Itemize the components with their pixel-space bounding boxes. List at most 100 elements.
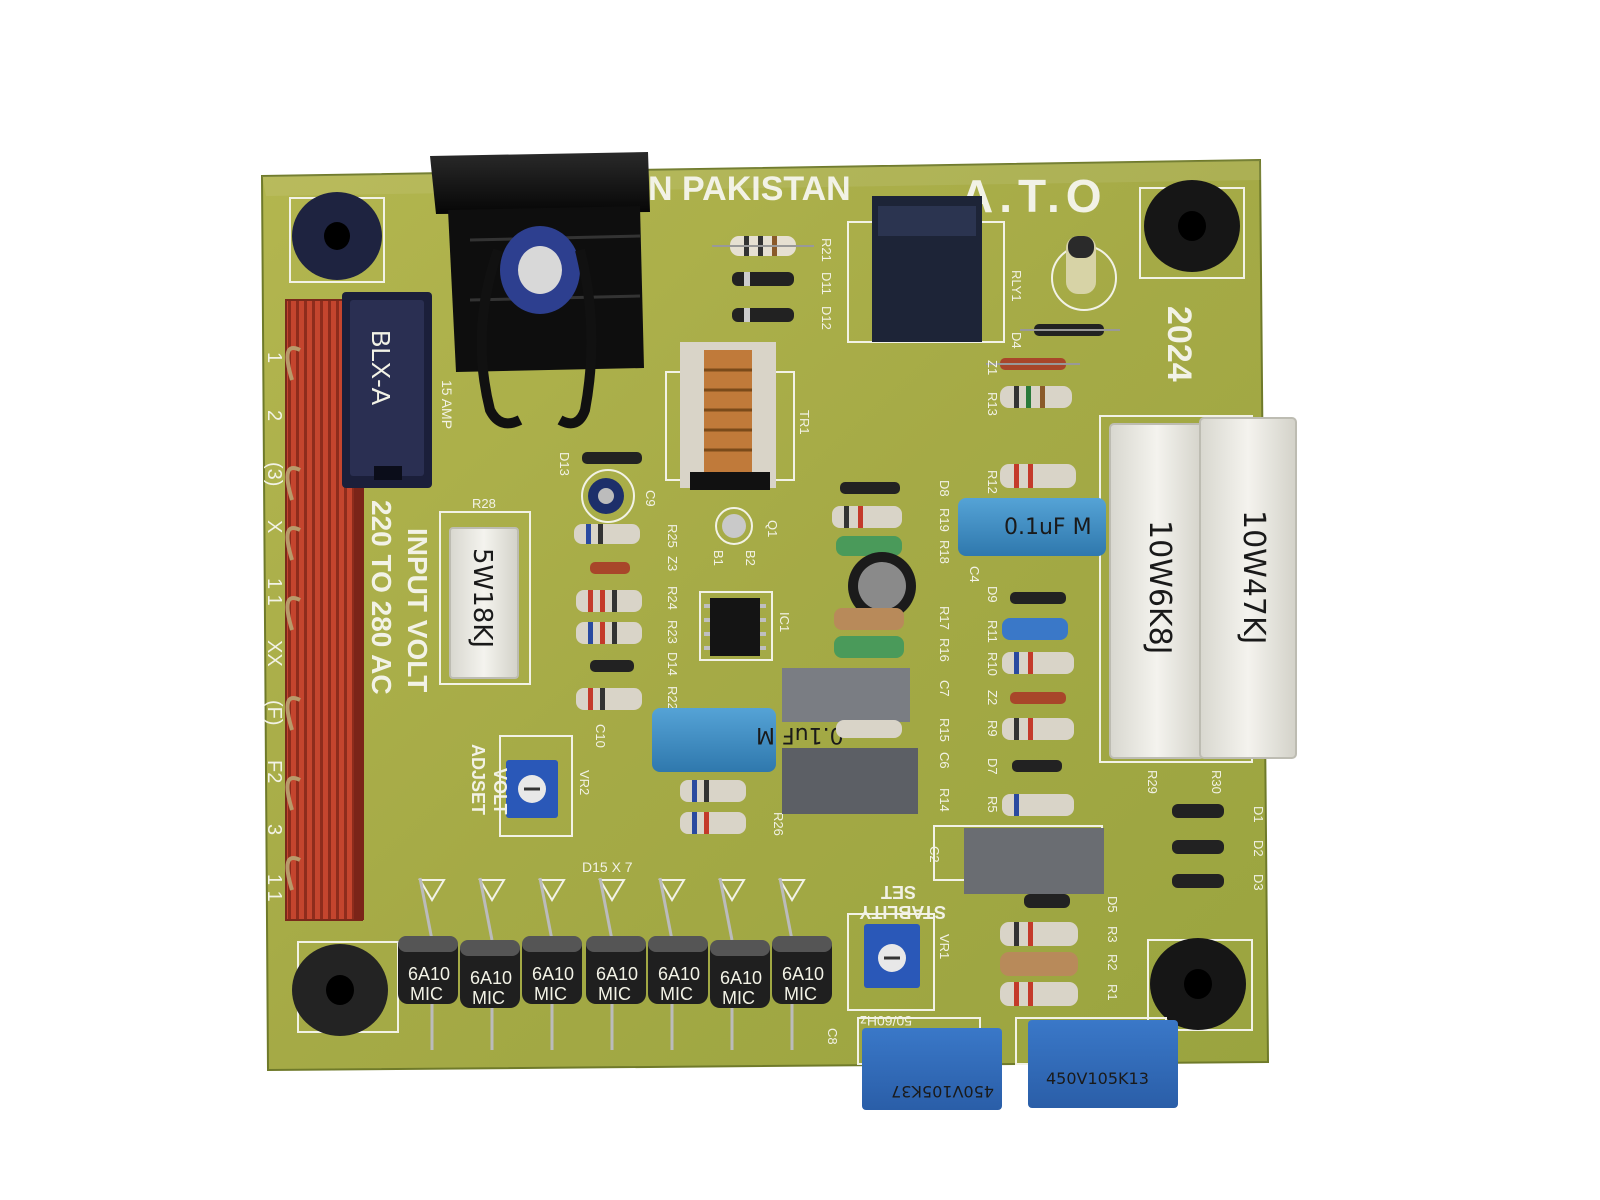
cap-bottom-2-marking: 450V105K13 (1046, 1069, 1149, 1088)
label-r25: R25 (665, 524, 680, 548)
axial-components-left-column (574, 452, 642, 710)
trimmer-vr1[interactable] (847, 913, 935, 1011)
stability-line2: SET (881, 882, 916, 902)
pin-label: XX (263, 640, 285, 667)
label-d7: D7 (985, 758, 1000, 775)
pin-label: X (263, 520, 285, 533)
label-r10: R10 (985, 652, 1000, 676)
ic1-chip (699, 591, 773, 661)
label-r13: R13 (985, 392, 1000, 416)
axial-components-right-top (986, 324, 1120, 408)
axial-components-right-middle (1000, 464, 1076, 816)
trimmer-vr2[interactable] (499, 735, 573, 837)
label-d2: D2 (1251, 840, 1266, 857)
mounting-hole-top-left (289, 192, 385, 283)
power-resistor-1-marking: 10W6K8J (1142, 520, 1177, 655)
label-d9: D9 (985, 586, 1000, 603)
diodes-d1-d3 (1172, 804, 1224, 888)
label-d5: D5 (1105, 896, 1120, 913)
film-capacitor-c2 (933, 825, 1104, 894)
heatsink (430, 152, 650, 429)
film-capacitors-grey (782, 668, 918, 814)
label-r14: R14 (937, 788, 952, 812)
diode-marking: 6A10 (782, 964, 824, 984)
diode-marking: 6A10 (658, 964, 700, 984)
capacitor-c9 (581, 469, 635, 523)
label-r3: R3 (1105, 926, 1120, 943)
label-r19: R19 (937, 508, 952, 532)
electrolytic-cap-top (1051, 236, 1117, 311)
label-d14: D14 (665, 652, 680, 676)
label-tr1: TR1 (797, 410, 812, 435)
label-r29: R29 (1145, 770, 1160, 794)
origin-text: N PAKISTAN (648, 170, 851, 208)
label-b1: B1 (711, 550, 726, 566)
diode-marking: MIC (722, 988, 755, 1008)
label-vr1: VR1 (937, 934, 952, 959)
pin-label: 1 1 (263, 578, 285, 606)
label-d12: D12 (819, 306, 834, 330)
label-d1: D1 (1251, 806, 1266, 823)
label-r12: R12 (985, 470, 1000, 494)
fuse-holder: BLX-A (342, 292, 432, 488)
diode-marking: MIC (660, 984, 693, 1004)
diode-note: D15 X 7 (582, 859, 633, 875)
pin-label: 2 (263, 410, 285, 421)
diode-marking: 6A10 (596, 964, 638, 984)
input-volt-line1: INPUT VOLT (402, 528, 433, 692)
label-d8: D8 (937, 480, 952, 497)
power-resistor-2-marking: 10W47KJ (1236, 510, 1271, 645)
axial-components-center (832, 482, 916, 658)
label-r15: R15 (937, 718, 952, 742)
diode-marking: MIC (534, 984, 567, 1004)
diode-marking: MIC (472, 988, 505, 1008)
label-z2: Z2 (985, 690, 1000, 705)
axial-components-top (712, 236, 814, 322)
label-d3: D3 (1251, 874, 1266, 891)
label-r28: R28 (472, 496, 496, 511)
cap-left-marking: 0.1uF M (756, 722, 844, 747)
stability-line1: STABLITY (859, 902, 946, 922)
label-r22: R22 (665, 686, 680, 710)
label-c9: C9 (643, 490, 658, 507)
cap-right-marking: 0.1uF M (1004, 515, 1092, 540)
label-b2: B2 (743, 550, 758, 566)
label-r26: R26 (771, 812, 786, 836)
relay-rly1 (847, 196, 1005, 343)
label-r11: R11 (985, 620, 1000, 643)
transformer-tr1 (665, 342, 795, 490)
r28-marking: 5W18KJ (467, 548, 497, 648)
label-r21: R21 (819, 238, 834, 262)
mounting-hole-top-right (1139, 180, 1245, 279)
pin-label: (F) (263, 700, 285, 726)
pin-label: F2 (263, 760, 285, 783)
label-r1: R1 (1105, 984, 1120, 1001)
diode-marking: MIC (410, 984, 443, 1004)
label-c8: C8 (825, 1028, 840, 1045)
label-r24: R24 (665, 586, 680, 610)
label-c4: C4 (967, 566, 982, 583)
label-r30: R30 (1209, 770, 1224, 794)
input-volt-line2: 220 TO 280 AC (366, 500, 397, 695)
label-d13: D13 (557, 452, 572, 476)
label-c2: C2 (927, 846, 942, 863)
fuse-rating-label: 15 AMP (439, 380, 455, 429)
label-r17: R17 (937, 606, 952, 630)
pin-label: 3 (263, 824, 285, 835)
label-rly1: RLY1 (1009, 270, 1024, 302)
label-z3: Z3 (665, 556, 680, 571)
label-r9: R9 (985, 720, 1000, 737)
frequency-label: 50/60Hz (860, 1013, 912, 1029)
rectifier-diodes: 6A10 MIC 6A10 MIC 6A10 MIC 6A10 MIC 6A10… (398, 877, 832, 1050)
diode-marking: 6A10 (532, 964, 574, 984)
label-vr2: VR2 (577, 770, 592, 795)
resistor-r28: 5W18KJ (439, 511, 531, 685)
label-z1: Z1 (985, 360, 1000, 375)
film-capacitor-bottom-2: 450V105K13 (1015, 1017, 1178, 1108)
cap-bottom-1-marking: 450V105K37 (891, 1082, 994, 1101)
label-c10: C10 (593, 724, 608, 748)
label-d11: D11 (819, 272, 834, 295)
label-r2: R2 (1105, 954, 1120, 971)
label-c6: C6 (937, 752, 952, 769)
